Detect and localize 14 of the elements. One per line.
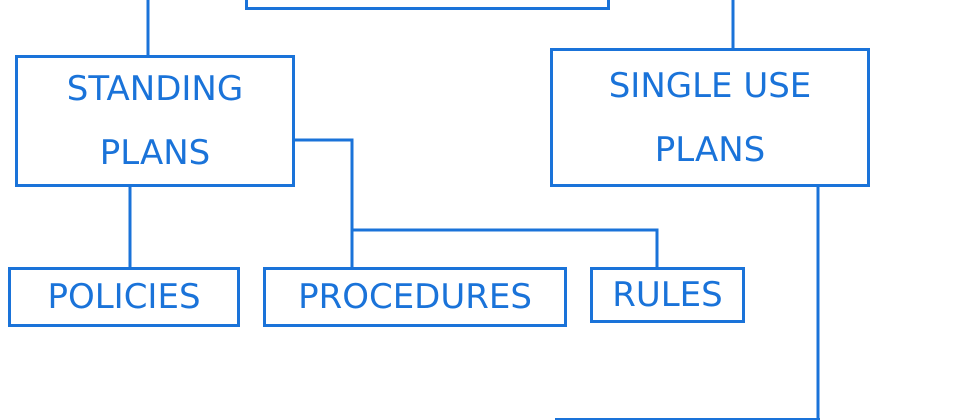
plan-box <box>15 55 295 187</box>
connector-line <box>128 187 132 267</box>
connector-line <box>816 187 820 418</box>
connector-line <box>732 0 734 48</box>
box-label: POLICIES <box>46 276 202 319</box>
box-label: STANDING PLANS <box>66 68 244 175</box>
box-label: PROCEDURES <box>297 276 533 319</box>
box-label: RULES <box>611 274 724 317</box>
plan-box <box>8 267 240 327</box>
plan-box <box>550 48 870 187</box>
box-label: SINGLE USE PLANS <box>608 64 812 172</box>
plan-box <box>590 267 745 323</box>
plan-box <box>263 267 567 327</box>
connector-line <box>146 0 150 55</box>
